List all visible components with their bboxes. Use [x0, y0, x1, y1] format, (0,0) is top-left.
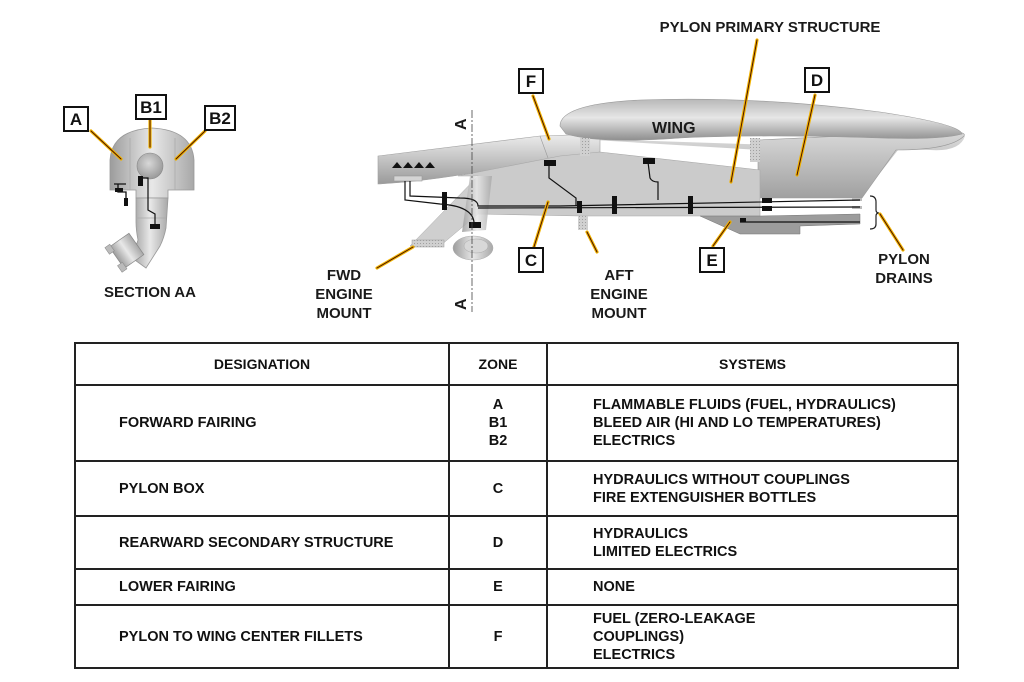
drains-brace	[869, 195, 880, 230]
systems-cell: HYDRAULICS LIMITED ELECTRICS	[546, 515, 959, 570]
zone-cell: C	[448, 460, 548, 517]
zone-marker-C: C	[518, 247, 544, 273]
designation-cell: PYLON BOX	[74, 460, 450, 517]
zone-marker-B1: B1	[135, 94, 167, 120]
header-systems: SYSTEMS	[546, 342, 959, 386]
system-item: ELECTRICS	[593, 433, 676, 449]
svg-text:F: F	[526, 72, 536, 91]
zone-value: B2	[488, 433, 508, 449]
system-item: FIRE EXTENGUISHER BOTTLES	[593, 489, 817, 506]
section-cut-marker-bottom: A	[453, 298, 470, 310]
fwd-engine-mount-pad	[411, 239, 445, 248]
header-zone: ZONE	[448, 342, 548, 386]
vent-triangles	[392, 162, 435, 168]
system-lines	[404, 161, 861, 223]
system-item: FUEL (ZERO-LEAKAGE	[593, 610, 756, 627]
table-row: LOWER FAIRING E NONE	[74, 568, 959, 606]
connectors	[442, 158, 772, 228]
table-row: FORWARD FAIRING A B1 B2 FLAMMABLE FLUIDS…	[74, 384, 959, 462]
system-item: BLEED AIR (HI AND LO TEMPERATURES)	[593, 415, 881, 431]
zone-value: A	[492, 397, 504, 413]
svg-text:MOUNT: MOUNT	[317, 305, 372, 322]
section-bleed-duct	[136, 152, 164, 180]
svg-text:E: E	[706, 251, 717, 270]
zone-cell: D	[448, 515, 548, 570]
header-designation: DESIGNATION	[74, 342, 450, 386]
svg-text:A: A	[70, 110, 82, 129]
zone-cell: A B1 B2	[448, 384, 548, 462]
svg-text:FWD: FWD	[327, 267, 361, 284]
systems-cell: NONE	[546, 568, 959, 606]
wing-label: WING	[652, 120, 696, 137]
system-item: HYDRAULICS	[593, 525, 689, 542]
zone-marker-F: F	[518, 68, 544, 94]
designation-cell: PYLON TO WING CENTER FILLETS	[74, 604, 450, 669]
system-item: COUPLINGS)	[593, 628, 685, 645]
pylon-drains-label: PYLON DRAINS	[875, 251, 933, 287]
table-row: PYLON TO WING CENTER FILLETS F FUEL (ZER…	[74, 604, 959, 669]
zone-marker-D: D	[804, 67, 830, 93]
zones-table: DESIGNATION ZONE SYSTEMS FORWARD FAIRING…	[74, 342, 959, 669]
section-cut-marker-top: A	[453, 118, 470, 130]
system-item: HYDRAULICS WITHOUT COUPLINGS	[593, 471, 850, 488]
zone-cell: F	[448, 604, 548, 669]
svg-text:ENGINE: ENGINE	[590, 286, 648, 303]
designation-cell: LOWER FAIRING	[74, 568, 450, 606]
designation-cell: FORWARD FAIRING	[74, 384, 450, 462]
table-row: REARWARD SECONDARY STRUCTURE D HYDRAULIC…	[74, 515, 959, 570]
zone-marker-A: A	[63, 106, 89, 132]
pylon-primary-structure-label: PYLON PRIMARY STRUCTURE	[660, 19, 881, 36]
wing	[559, 98, 963, 141]
zone-marker-B2: B2	[204, 105, 236, 131]
leader-lines	[89, 38, 905, 270]
svg-text:DRAINS: DRAINS	[875, 270, 933, 287]
system-item: FLAMMABLE FLUIDS (FUEL, HYDRAULICS)	[593, 397, 896, 413]
designation-cell: REARWARD SECONDARY STRUCTURE	[74, 515, 450, 570]
svg-text:B2: B2	[209, 109, 231, 128]
zone-cell: E	[448, 568, 548, 606]
table-header-row: DESIGNATION ZONE SYSTEMS	[74, 342, 959, 386]
fwd-engine-mount-label: FWD ENGINE MOUNT	[315, 267, 373, 322]
systems-cell: FUEL (ZERO-LEAKAGE COUPLINGS) ELECTRICS	[546, 604, 959, 669]
svg-text:D: D	[811, 71, 823, 90]
svg-text:C: C	[525, 251, 537, 270]
pylon-side-view: A A WING	[377, 98, 965, 312]
table-row: PYLON BOX C HYDRAULICS WITHOUT COUPLINGS…	[74, 460, 959, 517]
section-aa-label: SECTION AA	[104, 284, 196, 301]
pylon-zones-drawing: A A WING	[63, 19, 965, 322]
aft-engine-mount-pad	[578, 216, 588, 230]
svg-text:MOUNT: MOUNT	[592, 305, 647, 322]
section-aa-view	[104, 127, 195, 273]
svg-text:ENGINE: ENGINE	[315, 286, 373, 303]
system-item: LIMITED ELECTRICS	[593, 543, 738, 560]
zone-marker-E: E	[699, 247, 725, 273]
svg-text:AFT: AFT	[604, 267, 633, 284]
svg-text:PYLON: PYLON	[878, 251, 930, 268]
systems-cell: HYDRAULICS WITHOUT COUPLINGS FIRE EXTENG…	[546, 460, 959, 517]
system-item: ELECTRICS	[593, 646, 676, 663]
aft-engine-mount-label: AFT ENGINE MOUNT	[590, 267, 648, 322]
systems-cell: FLAMMABLE FLUIDS (FUEL, HYDRAULICS) BLEE…	[546, 384, 959, 462]
zone-value: B1	[488, 415, 508, 431]
svg-text:B1: B1	[140, 98, 162, 117]
